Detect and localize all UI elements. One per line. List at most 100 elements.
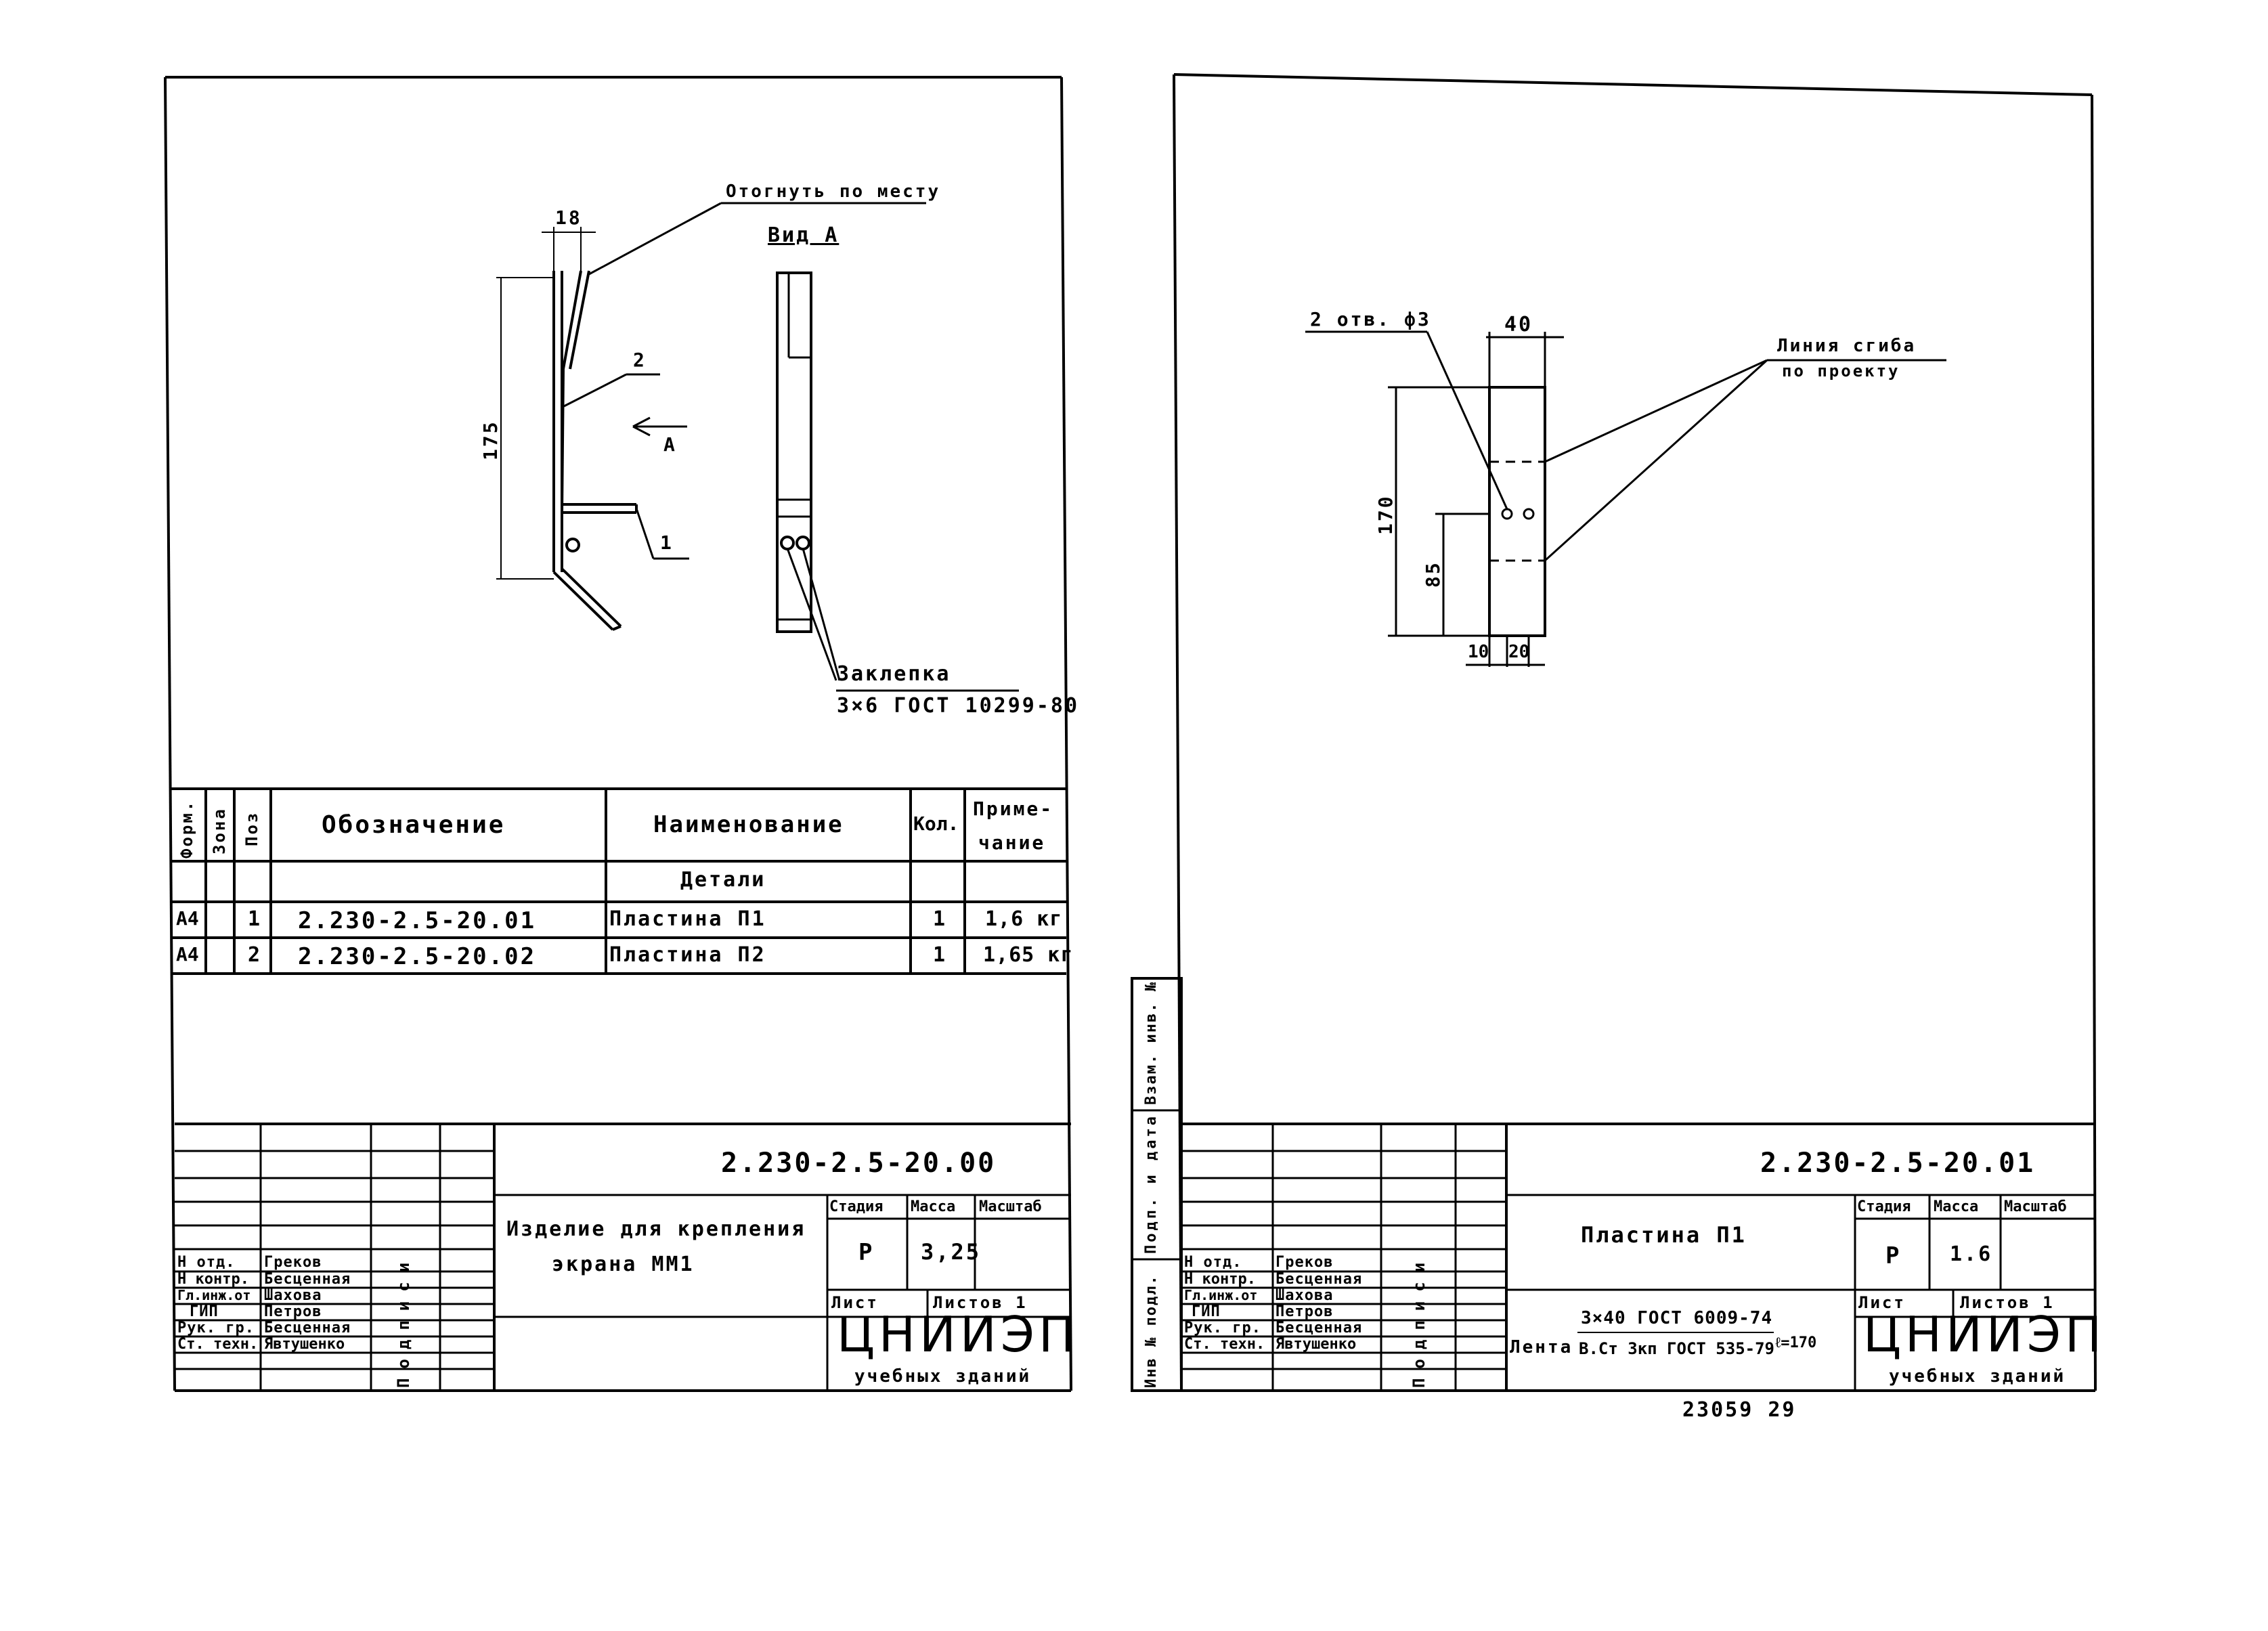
left-staff-name-3: Шахова: [264, 1287, 322, 1304]
side-stamp-inv-orig: Инв № подл.: [1143, 1274, 1160, 1388]
table-row-1-qty: 1: [933, 907, 948, 931]
table-row-2-qty: 1: [933, 943, 948, 967]
rivet-label: Заклепка: [837, 662, 951, 686]
left-stage-value: Р: [858, 1239, 875, 1266]
table-row-1-note: 1,6 кг: [985, 907, 1063, 931]
right-sheet-header: Лист: [1858, 1293, 1906, 1312]
right-staff-role-3: Гл.инж.от: [1184, 1287, 1258, 1303]
bracket-drawing: [496, 202, 926, 631]
right-staff-role-1: Н отд.: [1184, 1254, 1242, 1271]
left-title-line-2: экрана ММ1: [552, 1253, 695, 1276]
dim-10-label: 10: [1468, 642, 1489, 662]
left-staff-name-5: Бесценная: [264, 1320, 351, 1336]
right-sheets-header: Листов 1: [1960, 1293, 2055, 1312]
material-prefix: Лента: [1510, 1337, 1573, 1357]
side-stamp-inv-repl: Взам. инв. №: [1143, 981, 1160, 1105]
left-title-line-1: Изделие для крепления: [506, 1217, 806, 1241]
spec-section-details: Детали: [680, 868, 766, 892]
bend-line-label-1: Линия сгиба: [1777, 336, 1917, 356]
dim-height-170-label: 170: [1374, 494, 1397, 535]
right-title: Пластина П1: [1581, 1222, 1747, 1248]
right-staff-name-4: Петров: [1275, 1303, 1334, 1320]
right-staff-role-5: Рук. гр.: [1184, 1320, 1261, 1336]
left-title-block-grid: [175, 1123, 1071, 1391]
right-staff-role-2: Н контр.: [1184, 1271, 1256, 1288]
right-mass-value: 1.6: [1950, 1242, 1993, 1266]
right-sheet-frame: [1131, 73, 2097, 1392]
spec-header-pos: Поз: [242, 810, 261, 846]
left-sheet-header: Лист: [831, 1293, 879, 1312]
left-document-code: 2.230-2.5-20.00: [721, 1148, 997, 1179]
left-staff-name-1: Греков: [264, 1254, 322, 1271]
table-row-1-designation: 2.230-2.5-20.01: [298, 907, 537, 934]
rivet-spec: 3×6 ГОСТ 10299-80: [837, 694, 1080, 718]
left-sheet-frame: [164, 76, 1072, 1392]
table-row-2-note: 1,65 кг: [983, 943, 1074, 967]
dim-width-label: 40: [1504, 313, 1533, 336]
left-staff-role-3: Гл.инж.от: [177, 1287, 251, 1303]
right-organization-logo: ЦНИИЭП: [1863, 1306, 2106, 1363]
left-organization-subtitle: учебных зданий: [854, 1366, 1032, 1387]
table-row-2-designation: 2.230-2.5-20.02: [298, 943, 537, 970]
table-row-1-name: Пластина П1: [609, 907, 766, 931]
left-sheets-header: Листов 1: [933, 1293, 1028, 1312]
left-signature-label: Подписи: [394, 1253, 413, 1388]
right-signature-label: Подписи: [1410, 1253, 1429, 1388]
left-staff-role-6: Ст. техн.: [177, 1336, 259, 1353]
side-stamp-sign-date: Подп. и дата: [1143, 1114, 1160, 1254]
table-row-2-name: Пластина П2: [609, 943, 766, 967]
right-title-block-grid: [1181, 1123, 2095, 1391]
right-staff-role-4: ГИП: [1192, 1303, 1221, 1320]
footer-archive-number: 23059 29: [1682, 1398, 1797, 1422]
bend-note: Отогнуть по месту: [726, 181, 941, 202]
left-staff-name-4: Петров: [264, 1303, 322, 1320]
right-staff-name-5: Бесценная: [1275, 1320, 1363, 1336]
spec-header-note-2: чание: [978, 831, 1046, 854]
left-staff-role-5: Рук. гр.: [177, 1320, 255, 1336]
left-staff-role-2: Н контр.: [177, 1271, 249, 1288]
right-staff-name-1: Греков: [1275, 1254, 1334, 1271]
view-a-drawing: [776, 271, 1019, 692]
material-top: 3×40 ГОСТ 6009-74: [1581, 1308, 1773, 1328]
material-length: ℓ=170: [1775, 1334, 1817, 1351]
spec-header-format: Форм.: [177, 799, 196, 858]
right-staff-name-6: Явтушенко: [1275, 1336, 1357, 1353]
left-organization-logo: ЦНИИЭП: [837, 1306, 1080, 1363]
spec-header-designation: Обозначение: [322, 811, 506, 839]
position-1-label: 1: [660, 531, 674, 554]
spec-header-name: Наименование: [653, 811, 844, 838]
right-staff-name-3: Шахова: [1275, 1287, 1334, 1304]
bend-line-label-2: по проекту: [1782, 362, 1900, 380]
spec-header-note-1: Приме-: [973, 798, 1054, 820]
left-stage-header: Стадия: [829, 1198, 884, 1215]
table-row-2-pos: 2: [248, 943, 263, 967]
material-bottom: В.Ст 3кп ГОСТ 535-79: [1579, 1339, 1774, 1358]
right-stage-value: Р: [1885, 1242, 1902, 1269]
view-arrow-label: А: [663, 433, 677, 456]
right-document-code: 2.230-2.5-20.01: [1760, 1148, 2036, 1179]
holes-note: 2 отв. ф3: [1310, 308, 1431, 330]
table-row-2-format: А4: [176, 943, 199, 965]
left-staff-name-2: Бесценная: [264, 1271, 351, 1288]
left-mass-value: 3,25: [921, 1239, 982, 1265]
right-staff-role-6: Ст. техн.: [1184, 1336, 1265, 1353]
right-organization-subtitle: учебных зданий: [1889, 1366, 2066, 1387]
spec-header-zone: Зона: [210, 807, 229, 854]
table-row-1-pos: 1: [248, 907, 263, 931]
right-stage-header: Стадия: [1857, 1198, 1911, 1215]
right-staff-name-2: Бесценная: [1275, 1271, 1363, 1288]
spec-header-qty: Кол.: [913, 812, 959, 835]
left-staff-name-6: Явтушенко: [264, 1336, 345, 1353]
position-2-label: 2: [633, 349, 647, 371]
left-scale-header: Масштаб: [979, 1198, 1042, 1215]
dim-height-label: 175: [479, 420, 502, 460]
right-mass-header: Масса: [1934, 1198, 1979, 1215]
plate-drawing: [1305, 330, 1946, 667]
left-staff-role-4: ГИП: [190, 1303, 219, 1320]
spec-table-grid: [171, 787, 1066, 975]
dim-20-label: 20: [1508, 642, 1530, 662]
table-row-1-format: А4: [176, 907, 199, 930]
right-scale-header: Масштаб: [2004, 1198, 2067, 1215]
view-a-label: Вид А: [768, 223, 839, 247]
